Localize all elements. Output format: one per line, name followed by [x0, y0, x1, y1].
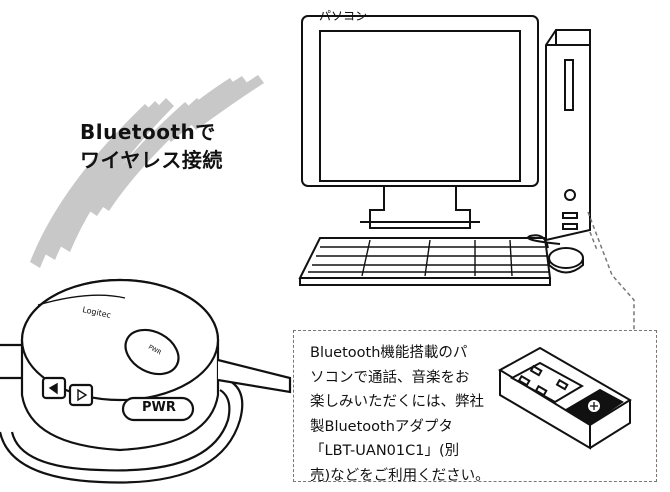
headline: Bluetoothで ワイヤレス接続	[80, 118, 223, 174]
leader-line	[587, 211, 635, 332]
headset	[0, 278, 292, 484]
mouse	[527, 234, 584, 274]
keyboard	[298, 237, 552, 286]
leader-line-short	[589, 231, 598, 251]
callout-line: 製Bluetoothアダプタ	[310, 418, 453, 435]
bluetooth-signal-waves	[30, 75, 264, 268]
callout-line: ソコンで通話、音楽をお	[310, 369, 470, 386]
headset-button-icons	[48, 382, 88, 402]
monitor	[301, 15, 539, 229]
headline-line-2: ワイヤレス接続	[80, 148, 223, 172]
pwr-button-label: PWR	[142, 400, 176, 415]
tower-pc	[545, 29, 591, 242]
callout-line: 楽しみいただくには、弊社	[310, 394, 484, 410]
callout-line: Bluetooth機能搭載のパ	[310, 345, 468, 361]
callout-line: 「LBT-UAN01C1」(別	[310, 443, 460, 459]
callout-box	[293, 330, 657, 482]
callout-line: 売)などをご利用ください。	[310, 467, 490, 484]
usb-adapter	[498, 346, 632, 450]
computer-label: パソコン	[319, 9, 368, 23]
callout-text: Bluetooth機能搭載のパ ソコンで通話、音楽をお 楽しみいただくには、弊社…	[310, 341, 490, 488]
headline-line-1: Bluetoothで	[80, 120, 216, 144]
